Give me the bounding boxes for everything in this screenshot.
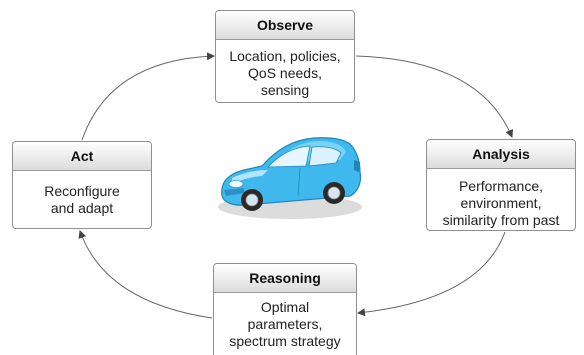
analysis-title: Analysis (427, 140, 575, 169)
reasoning-line: Optimal (260, 299, 310, 315)
arrow-analysis-to-reasoning (357, 231, 506, 317)
reasoning-box: Reasoning Optimal parameters, spectrum s… (213, 263, 357, 355)
analysis-line: environment, (460, 195, 542, 211)
observe-line: sensing (260, 82, 310, 98)
reasoning-title: Reasoning (214, 264, 356, 293)
analysis-line: Performance, (458, 178, 544, 194)
reasoning-line: spectrum strategy (229, 333, 341, 349)
analysis-description: Performance, environment, similarity fro… (427, 169, 575, 229)
act-box: Act Reconfigure and adapt (12, 141, 152, 229)
arrow-act-to-observe (81, 52, 215, 141)
arrow-observe-to-analysis (355, 55, 514, 138)
observe-title: Observe (216, 11, 354, 40)
act-line: Reconfigure (44, 183, 120, 199)
observe-box: Observe Location, policies, QoS needs, s… (215, 10, 355, 103)
reasoning-line: parameters, (247, 316, 323, 332)
arrow-reasoning-to-act (78, 230, 213, 319)
act-description: Reconfigure and adapt (13, 171, 151, 217)
act-title: Act (13, 142, 151, 171)
car-icon (218, 137, 362, 219)
analysis-box: Analysis Performance, environment, simil… (426, 139, 576, 231)
observe-line: QoS needs, (248, 65, 322, 81)
observe-description: Location, policies, QoS needs, sensing (216, 40, 354, 99)
reasoning-description: Optimal parameters, spectrum strategy (214, 293, 356, 350)
analysis-line: similarity from past (442, 212, 560, 228)
observe-line: Location, policies, (229, 48, 341, 64)
act-line: and adapt (50, 200, 114, 216)
